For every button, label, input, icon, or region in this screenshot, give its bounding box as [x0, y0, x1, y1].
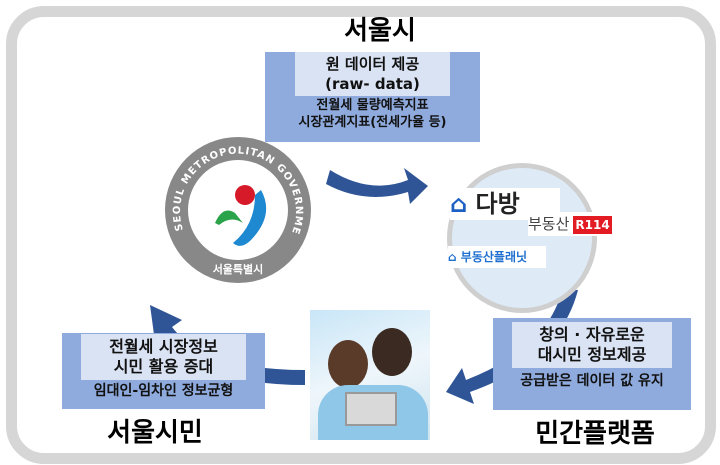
- r114-badge: R114: [573, 215, 612, 234]
- photo-person-woman: [328, 340, 368, 388]
- planet-logo: ⌂ 부동산플래닛: [448, 246, 546, 268]
- seal-text-ko: 서울특별시: [213, 262, 264, 276]
- r114-text: 부동산: [528, 215, 570, 233]
- platform-box: 창의 · 자유로운 대시민 정보제공 공급받은 데이터 값 유지: [493, 318, 691, 410]
- citizens-inner-label: 전월세 시장정보 시민 활용 증대: [81, 334, 246, 380]
- planet-house-icon: ⌂: [448, 250, 457, 264]
- citizens-box: 전월세 시장정보 시민 활용 증대 임대인-임차인 정보균형: [62, 333, 265, 409]
- seoul-city-box: 원 데이터 제공 (raw- data) 전월세 물량예측지표 시장관계지표(전…: [265, 52, 480, 142]
- dabang-house-icon: ⌂: [450, 190, 468, 218]
- platform-title: 민간플랫폼: [535, 419, 655, 449]
- citizens-photo: [310, 310, 430, 440]
- platform-sub: 공급받은 데이터 값 유지: [520, 373, 664, 389]
- dabang-logo: ⌂ 다방: [450, 188, 560, 220]
- citizens-title: 서울시민: [107, 418, 203, 448]
- arrow-platform-to-citizens: [446, 290, 578, 404]
- arrow-city-to-platform: [326, 168, 428, 204]
- seoul-city-title: 서울시: [344, 16, 416, 46]
- photo-person-man: [372, 328, 412, 376]
- platform-line-2: 대시민 정보제공: [537, 345, 647, 364]
- planet-text: 부동산플래닛: [460, 250, 528, 264]
- raw-data-line-1: 원 데이터 제공: [325, 55, 420, 73]
- platform-line-1: 창의 · 자유로운: [539, 325, 645, 344]
- platform-logos-circle: [447, 163, 597, 313]
- raw-data-line-2: (raw- data): [325, 75, 420, 93]
- citizens-line-1: 전월세 시장정보: [109, 337, 218, 356]
- indicator-line-1: 전월세 물량예측지표: [316, 98, 429, 113]
- platform-inner-label: 창의 · 자유로운 대시민 정보제공: [512, 322, 672, 368]
- raw-data-label: 원 데이터 제공 (raw- data): [295, 52, 450, 96]
- indicator-line-2: 시장관계지표(전세가율 등): [298, 115, 447, 130]
- citizens-line-2: 시민 활용 증대: [113, 357, 214, 376]
- dabang-text: 다방: [475, 190, 520, 218]
- seoul-government-seal: SEOUL METROPOLITAN GOVERNMENT 서울특별시: [163, 135, 313, 285]
- photo-tablet: [345, 392, 397, 426]
- citizens-sub: 임대인-임차인 정보균형: [93, 383, 234, 399]
